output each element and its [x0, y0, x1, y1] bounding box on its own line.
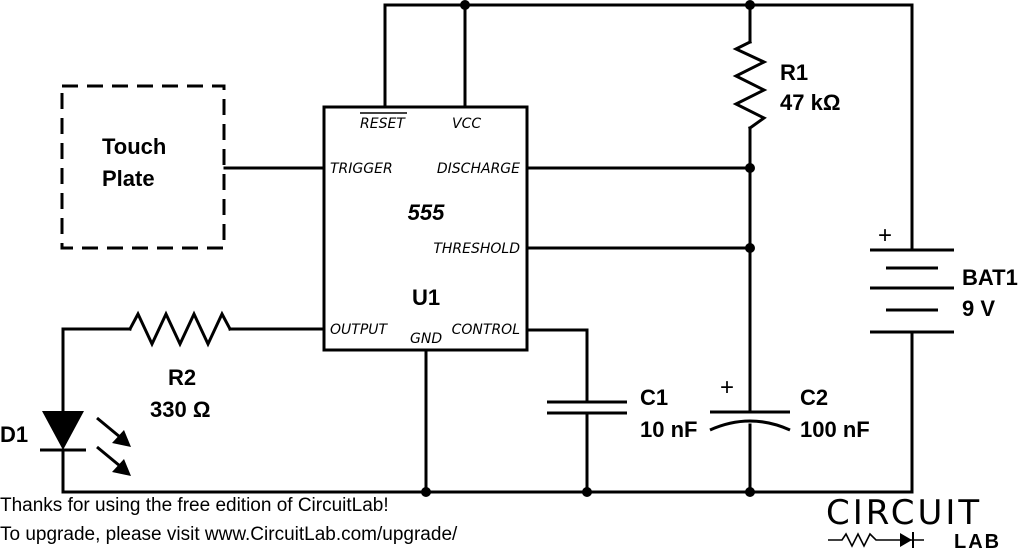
resistor-r1: R1 47 kΩ [732, 39, 840, 131]
footer-line2: To upgrade, please visit www.CircuitLab.… [0, 524, 458, 545]
r1-name: R1 [780, 60, 808, 85]
junction-dot [745, 243, 755, 253]
pin-trigger-label: TRIGGER [330, 161, 393, 177]
c1-name: C1 [640, 385, 668, 410]
bat1-value: 9 V [962, 296, 995, 321]
pin-vcc-label: VCC [452, 116, 481, 132]
c2-plate-curved [709, 419, 791, 432]
c2-value: 100 nF [800, 417, 870, 442]
touch-plate-label-line2: Plate [102, 166, 155, 191]
pin-discharge-label: DISCHARGE [437, 161, 520, 177]
c1-value: 10 nF [640, 417, 697, 442]
touch-plate-label-line1: Touch [102, 134, 166, 159]
footer-line1: Thanks for using the free edition of Cir… [0, 495, 389, 516]
led-d1: D1 [0, 411, 131, 476]
bat-polarity: + [878, 222, 892, 249]
capacitor-c1: C1 10 nF [547, 385, 697, 442]
pin-reset-label: RESET [360, 116, 406, 132]
junction-dot [582, 487, 592, 497]
logo-text-lab: LAB [954, 531, 1001, 548]
d1-name: D1 [0, 422, 28, 447]
pin-threshold-label: THRESHOLD [433, 241, 520, 257]
circuitlab-logo: CIRCUIT LAB [826, 493, 1001, 548]
r2-value: 330 Ω [150, 397, 210, 422]
r1-value: 47 kΩ [780, 90, 840, 115]
c2-polarity: + [720, 374, 734, 401]
timer-555-u1: RESET VCC TRIGGER DISCHARGE 555 THRESHOL… [322, 105, 529, 352]
led-triangle [42, 411, 84, 450]
resistor-r2: R2 330 Ω [127, 310, 233, 422]
bat1-name: BAT1 [962, 265, 1018, 290]
ic-type-label: 555 [408, 200, 445, 225]
wires [61, 3, 914, 494]
junction-dot [745, 0, 755, 10]
capacitor-c2: + C2 100 nF [709, 374, 870, 442]
junction-dot [421, 487, 431, 497]
touch-plate: Touch Plate [60, 84, 226, 250]
junction-dot [745, 487, 755, 497]
pin-output-label: OUTPUT [330, 322, 389, 338]
r2-name: R2 [168, 365, 196, 390]
resistor-r1-symbol [732, 39, 768, 131]
light-emission-arrows [96, 416, 131, 476]
logo-resistor-glyph [828, 532, 886, 548]
junction-dot [460, 0, 470, 10]
c2-name: C2 [800, 385, 828, 410]
pin-gnd-label: GND [410, 331, 442, 347]
junction-dot [745, 163, 755, 173]
junction-dots [421, 0, 755, 497]
resistor-r2-symbol [127, 310, 233, 348]
ic-body [322, 105, 529, 352]
pin-control-label: CONTROL [452, 322, 520, 338]
battery-bat1: + BAT1 9 V [870, 222, 1018, 334]
footer: Thanks for using the free edition of Cir… [0, 495, 458, 545]
ic-name-label: U1 [412, 285, 440, 310]
touch-plate-box [60, 84, 226, 250]
logo-text-circuit: CIRCUIT [826, 493, 982, 533]
